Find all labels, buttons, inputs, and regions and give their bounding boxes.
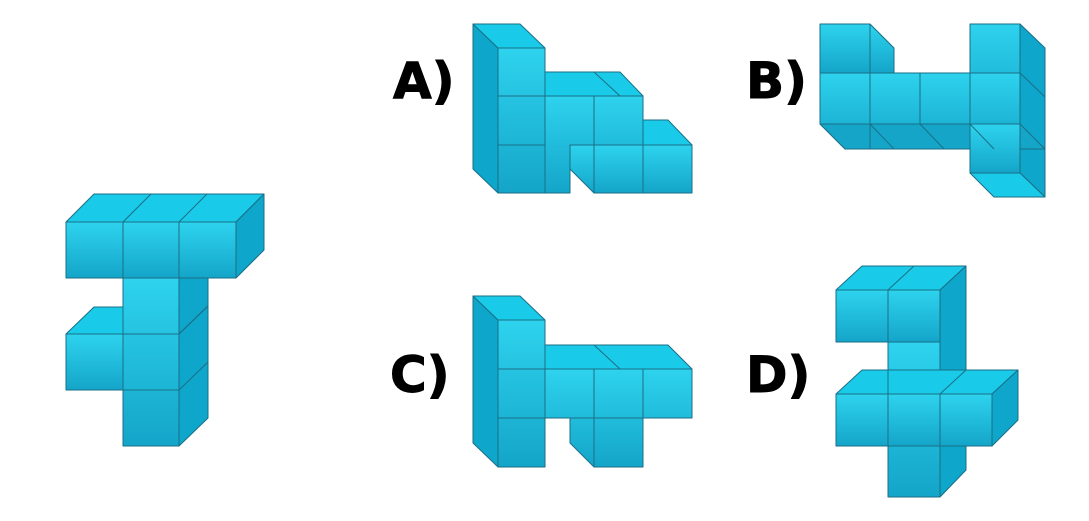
option-d-shape	[835, 265, 1019, 498]
option-b-shape	[819, 23, 1046, 198]
option-a-shape	[472, 23, 693, 194]
option-c-label[interactable]: C)	[390, 346, 451, 404]
option-a-label[interactable]: A)	[393, 52, 456, 110]
option-d-label[interactable]: D)	[745, 346, 811, 404]
option-c-shape	[472, 295, 693, 468]
reference-shape	[65, 193, 265, 447]
option-b-label[interactable]: B)	[746, 52, 808, 110]
